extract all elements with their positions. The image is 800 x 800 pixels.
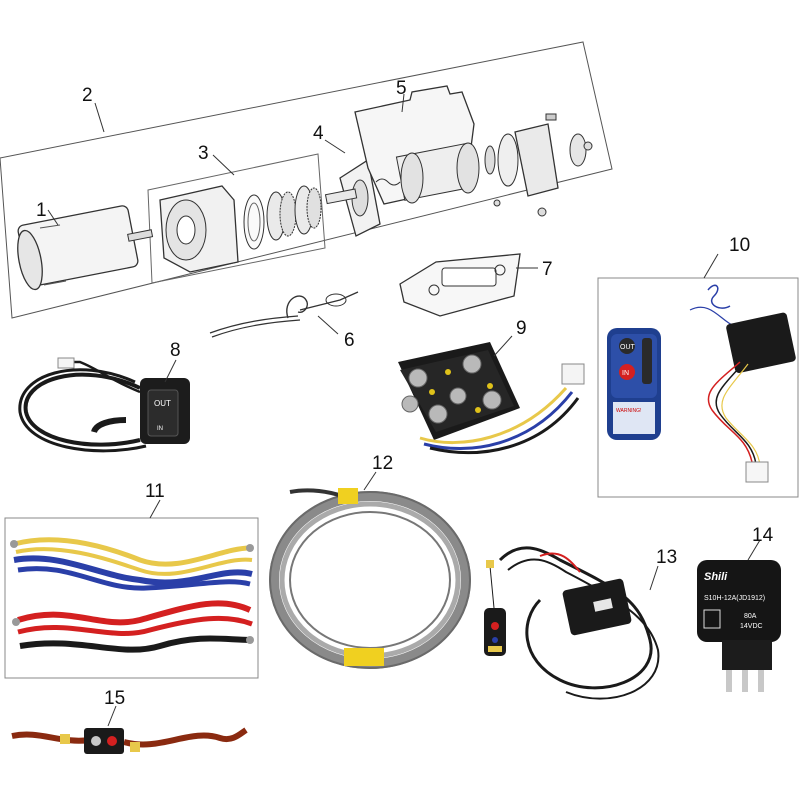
- callout-1: 1: [36, 200, 47, 221]
- callout-13: 13: [656, 547, 677, 568]
- remote-warning-label: WARNING!: [616, 408, 641, 414]
- callout-7: 7: [542, 259, 553, 280]
- remote-in-button: [619, 364, 635, 380]
- callout-5: 5: [396, 78, 407, 99]
- switch-out-label: OUT: [154, 399, 171, 408]
- relay-rating-voltage: 14VDC: [740, 623, 763, 630]
- circuit-breaker-with-leads: 15: [11, 688, 248, 754]
- contactor-solenoid: 9: [398, 318, 585, 454]
- relay-body: [697, 560, 781, 642]
- callout-10: 10: [729, 235, 750, 256]
- breaker-body: [84, 728, 124, 754]
- remote-kit-frame: [597, 277, 799, 498]
- callout-9: 9: [516, 318, 527, 339]
- end-housing: [484, 113, 593, 217]
- callout-14: 14: [752, 525, 774, 546]
- switch-in-label: IN: [157, 426, 163, 432]
- relay-brand: Shili: [704, 571, 728, 583]
- callout-15: 15: [104, 688, 125, 709]
- contactor-terminals: [401, 354, 502, 424]
- callout-8: 8: [170, 340, 181, 361]
- assembly-leader-lines: [47, 93, 405, 226]
- cable-set-frame: [4, 517, 259, 679]
- roller-fairlead: 7: [399, 253, 553, 317]
- motor: [17, 205, 154, 291]
- callout-2: 2: [82, 85, 93, 106]
- receiver-module: [689, 284, 796, 483]
- relay: Shili S10H-12A(JD1912) 80A 14VDC 14: [697, 525, 781, 692]
- exploded-winch-assembly: 1 2 3 4 5: [0, 41, 613, 319]
- callout-11: 11: [145, 481, 165, 502]
- wireless-remote-kit: 10 OUT IN WARNING!: [597, 235, 799, 498]
- switch-rocker: [147, 389, 179, 437]
- remote-out-button: [619, 338, 635, 354]
- callout-6: 6: [344, 330, 355, 351]
- winch-drum-frame: [354, 85, 480, 205]
- wire-rope-coil: 12: [269, 453, 471, 669]
- remote-in-label: IN: [622, 370, 629, 377]
- callout-3: 3: [198, 143, 209, 164]
- handset: [484, 608, 506, 656]
- callout-4: 4: [313, 123, 324, 144]
- assembly-outline-frame: [0, 41, 613, 319]
- relay-rating-current: 80A: [744, 613, 757, 620]
- drum-end-plate: [324, 158, 381, 237]
- gearbox: [159, 185, 322, 273]
- gearbox-outline-frame: [147, 153, 326, 284]
- remote-out-label: OUT: [620, 344, 636, 351]
- wireless-control-kit: 13: [484, 546, 677, 700]
- relay-model: S10H-12A(JD1912): [704, 595, 765, 602]
- callout-12: 12: [372, 453, 393, 474]
- hook-strap: 6: [209, 291, 359, 351]
- rocker-switch-with-cable: OUT IN 8: [18, 340, 190, 453]
- battery-cable-set: 11: [4, 481, 259, 679]
